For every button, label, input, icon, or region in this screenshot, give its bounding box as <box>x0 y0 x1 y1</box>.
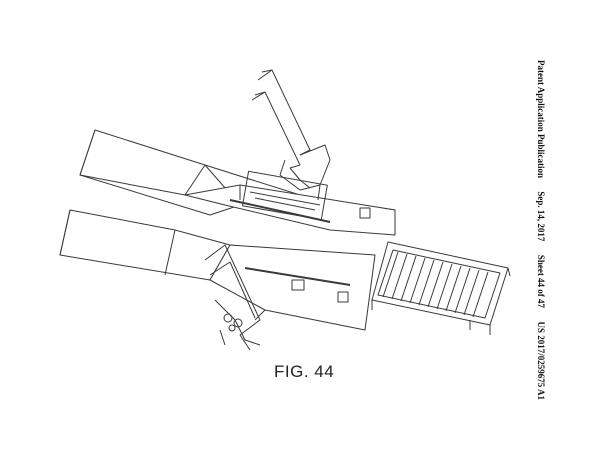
lower-control-box <box>337 291 349 303</box>
control-box <box>359 207 371 219</box>
patent-header: Patent Application Publication Sep. 14, … <box>534 60 546 400</box>
roller-conveyor <box>371 241 511 335</box>
figure-caption: FIG. 44 <box>274 362 335 381</box>
lower-conveyor-body <box>209 244 376 331</box>
upper-conveyor-body <box>184 170 396 236</box>
lower-lift-arms <box>204 244 261 351</box>
publication-number: US 2017/0259675 A1 <box>536 321 546 400</box>
upper-lift-arms <box>251 69 331 201</box>
sheet-number: Sheet 44 of 47 <box>536 254 546 309</box>
publication-date: Sep. 14, 2017 <box>536 191 546 242</box>
publication-label: Patent Application Publication <box>536 60 546 179</box>
